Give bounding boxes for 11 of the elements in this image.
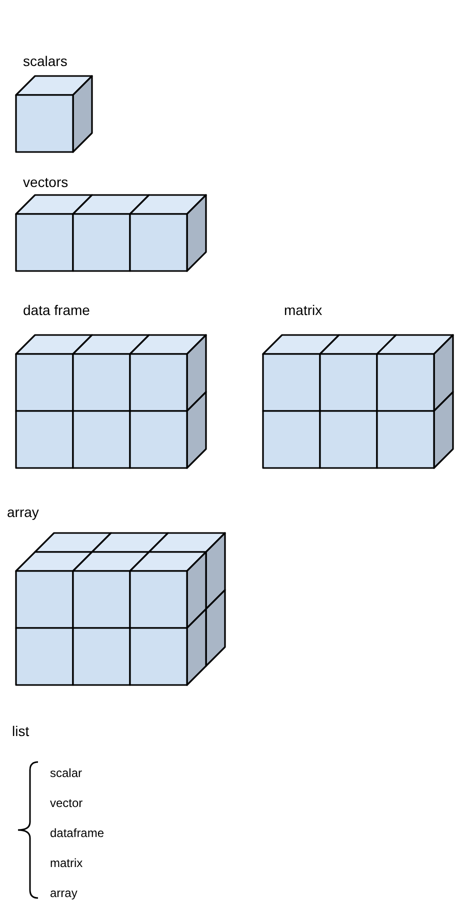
heading-label: list (12, 723, 30, 739)
heading-label: scalars (23, 53, 68, 69)
heading-label: matrix (284, 302, 322, 318)
heading-label: array (7, 504, 39, 520)
list-item-label: array (50, 886, 78, 900)
list-item-label: matrix (50, 856, 83, 870)
list-item-label: dataframe (50, 826, 104, 840)
list-item-label: scalar (50, 766, 82, 780)
heading-label: data frame (23, 302, 90, 318)
heading-label: vectors (23, 174, 68, 190)
list-item-label: vector (50, 796, 83, 810)
